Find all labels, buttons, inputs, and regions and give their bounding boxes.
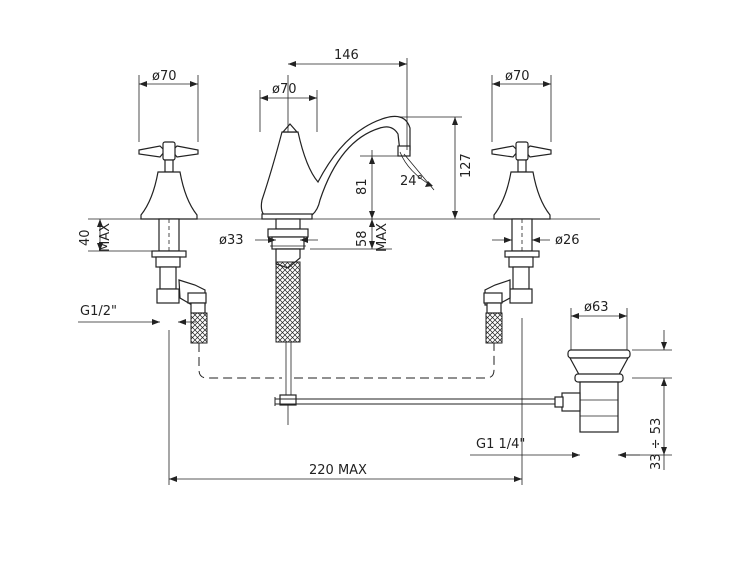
- waste-drain: [274, 349, 631, 433]
- dimension-lines: [78, 58, 672, 482]
- right-shank-diameter-label: ø26: [555, 233, 580, 248]
- overall-width-label: 220 MAX: [309, 463, 367, 478]
- left-handle-valve: [138, 141, 208, 344]
- left-body-max-label: 40: [78, 229, 93, 246]
- inlet-thread-label: G1/2": [80, 304, 117, 319]
- left-handle-diameter-label: ø70: [152, 69, 177, 84]
- waste-diameter-label: ø63: [584, 300, 609, 315]
- spout-angle-label: 24°: [400, 174, 423, 189]
- supply-pipe-dashed: [198, 343, 282, 379]
- spout-height-label: 127: [459, 153, 474, 178]
- right-handle-valve: [483, 141, 552, 344]
- waste-range-label: 33 ÷ 53: [649, 418, 664, 470]
- spout-reach-label: 146: [334, 48, 359, 63]
- spout-shank-max-label: 58: [355, 230, 370, 247]
- spout-assembly: [260, 115, 411, 425]
- spout-shank-diameter-label: ø33: [219, 233, 244, 248]
- spout-shank-max-unit: MAX: [375, 223, 390, 252]
- spout-clearance-label: 81: [355, 178, 370, 195]
- waste-thread-label: G1 1/4": [476, 437, 525, 452]
- center-lines: [168, 75, 523, 485]
- left-body-max-unit: MAX: [98, 223, 113, 252]
- spout-base-diameter-label: ø70: [272, 82, 297, 97]
- right-handle-diameter-label: ø70: [505, 69, 530, 84]
